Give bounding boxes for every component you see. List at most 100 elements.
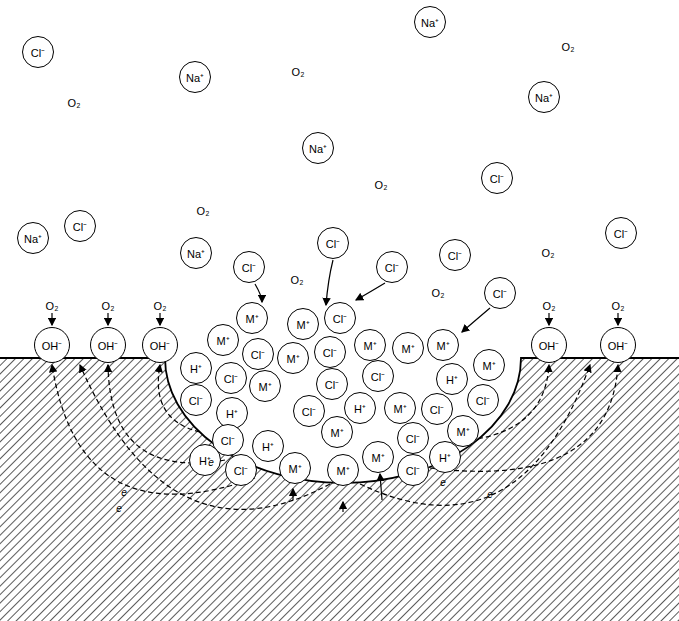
oxygen-label: O₂ [154,300,167,312]
ion-circle: Cl⁻ [481,162,513,194]
ion-circle: M⁺ [249,370,281,402]
ion-circle: Na⁺ [414,6,446,38]
ion-symbol: H⁺ [262,439,274,454]
ion-circle: H⁺ [252,430,284,462]
oxygen-label: O₂ [562,41,575,53]
ion-circle: Cl⁻ [316,368,348,400]
ion-circle: Cl⁻ [233,251,265,283]
ion-circle: Cl⁻ [397,422,429,454]
ion-symbol: M⁺ [436,338,449,353]
ion-circle: M⁺ [279,452,311,484]
electron-label: e [208,457,214,468]
ion-symbol: Cl⁻ [251,347,265,362]
ion-circle: Na⁺ [17,222,49,254]
oxygen-label: O₂ [375,179,388,191]
ion-symbol: Cl⁻ [448,248,462,263]
ion-symbol: M⁺ [482,358,495,373]
ion-circle: H⁺ [189,444,221,476]
ion-symbol: Cl⁻ [234,463,248,478]
oxygen-label: O₂ [543,300,556,312]
ion-symbol: Cl⁻ [224,371,238,386]
ion-circle: Na⁺ [302,132,334,164]
ion-symbol: Cl⁻ [406,431,420,446]
ion-symbol: Na⁺ [421,15,439,30]
ion-symbol: OH⁻ [98,338,119,353]
ion-symbol: Cl⁻ [614,226,628,241]
ion-circle: Cl⁻ [293,395,325,427]
ion-symbol: Cl⁻ [323,345,337,360]
ion-symbol: M⁺ [296,317,309,332]
ion-circle: Cl⁻ [421,393,453,425]
ion-symbol: M⁺ [456,424,469,439]
ion-symbol: Na⁺ [186,70,204,85]
ion-circle: Cl⁻ [180,384,212,416]
leader-arrows [52,260,618,512]
ion-circle: Cl⁻ [467,384,499,416]
ion-symbol: Cl⁻ [31,45,45,60]
ion-circle: H⁺ [436,363,468,395]
ion-circle: M⁺ [354,329,386,361]
oxygen-label: O₂ [612,300,625,312]
ion-circle: Cl⁻ [64,210,96,242]
ion-symbol: Cl⁻ [326,236,340,251]
ion-symbol: Cl⁻ [221,433,235,448]
oxygen-label: O₂ [291,274,304,286]
ion-symbol: H⁺ [354,401,366,416]
ion-circle: OH⁻ [90,327,126,363]
ion-circle: M⁺ [362,441,394,473]
ion-symbol: Cl⁻ [325,377,339,392]
ion-symbol: Cl⁻ [242,260,256,275]
oxygen-label: O₂ [46,300,59,312]
ion-symbol: Cl⁻ [430,402,444,417]
ion-circle: Cl⁻ [22,36,54,68]
ion-circle: M⁺ [207,324,239,356]
oxygen-label: O₂ [197,205,210,217]
ion-symbol: H⁺ [446,372,458,387]
ion-circle: OH⁻ [531,327,567,363]
ion-symbol: OH⁻ [608,338,629,353]
electron-label: e [440,477,446,488]
ion-symbol: H⁺ [226,406,238,421]
ion-symbol: OH⁻ [539,338,560,353]
ion-symbol: M⁺ [336,463,349,478]
ion-circle: OH⁻ [142,327,178,363]
ion-circle: M⁺ [277,342,309,374]
electron-label: e [121,487,127,498]
ion-circle: Cl⁻ [605,217,637,249]
ion-circle: Cl⁻ [362,360,394,392]
ion-circle: Cl⁻ [376,251,408,283]
ion-symbol: Cl⁻ [333,311,347,326]
ion-symbol: Cl⁻ [406,463,420,478]
ion-circle: Na⁺ [528,81,560,113]
ion-symbol: Cl⁻ [490,171,504,186]
ion-symbol: Na⁺ [187,246,205,261]
oxygen-label: O₂ [292,66,305,78]
ion-circle: M⁺ [236,302,268,334]
oxygen-label: O₂ [102,300,115,312]
ion-symbol: M⁺ [216,333,229,348]
ion-symbol: M⁺ [371,450,384,465]
ion-circle: H⁺ [180,352,212,384]
ion-symbol: H⁺ [439,450,451,465]
electron-paths [52,365,618,509]
ion-symbol: Cl⁻ [73,219,87,234]
ion-circle: M⁺ [473,349,505,381]
ion-circle: Cl⁻ [314,336,346,368]
ion-symbol: Cl⁻ [476,393,490,408]
ion-circle: OH⁻ [600,327,636,363]
metal-hatching [0,358,679,621]
ion-circle: M⁺ [327,454,359,486]
ion-symbol: H⁺ [190,361,202,376]
ion-circle: M⁺ [287,308,319,340]
ion-circle: M⁺ [321,416,353,448]
ion-circle: OH⁻ [34,327,70,363]
ion-symbol: M⁺ [363,338,376,353]
ion-symbol: M⁺ [245,311,258,326]
ion-symbol: Cl⁻ [189,393,203,408]
ion-symbol: Na⁺ [535,90,553,105]
ion-symbol: Cl⁻ [371,369,385,384]
ion-symbol: Cl⁻ [302,404,316,419]
ion-circle: H⁺ [344,392,376,424]
ion-circle: Cl⁻ [397,454,429,486]
ion-symbol: M⁺ [258,379,271,394]
